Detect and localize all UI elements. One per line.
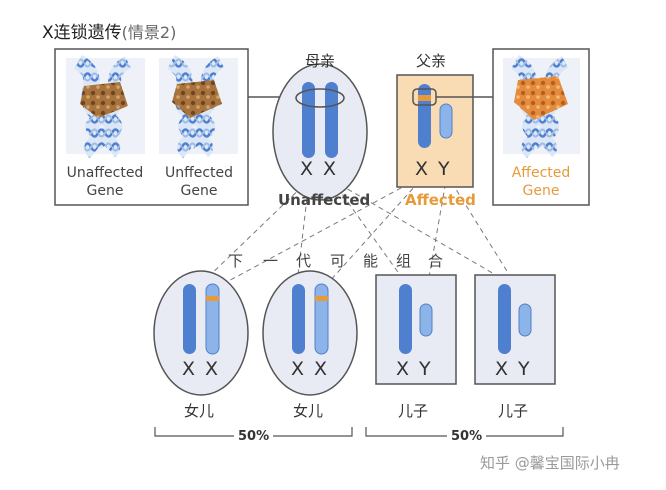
unaffected-gene-label-1: Unaffected Gene xyxy=(66,165,144,199)
dna-image-unaffected-2 xyxy=(159,55,238,159)
next-gen-char-4: 可 xyxy=(330,252,346,270)
daughter-2-label: 女儿 xyxy=(293,402,324,420)
daughter-1-label: 女儿 xyxy=(184,402,215,420)
next-gen-char-5: 能 xyxy=(363,252,379,270)
son-2-cell xyxy=(474,274,556,385)
next-gen-char-7: 合 xyxy=(428,252,444,270)
title-sub: (情景2) xyxy=(121,23,177,42)
daughters-percentage: 50% xyxy=(234,429,274,444)
watermark: 知乎 @馨宝国际小冉 xyxy=(480,454,620,472)
inheritance-lines xyxy=(204,174,526,301)
father-label: 父亲 xyxy=(416,52,447,70)
son-2-label: 儿子 xyxy=(498,402,529,420)
father-x-chromosome xyxy=(418,84,431,148)
daughter-2-genotype: X X xyxy=(291,358,330,380)
son-1-genotype: X Y xyxy=(396,358,433,380)
mother-status: Unaffected xyxy=(278,191,371,209)
mother-cell xyxy=(272,63,368,201)
mother-x-chromosome-2 xyxy=(325,82,338,158)
affected-gene-panel xyxy=(492,48,590,206)
son-1-cell xyxy=(375,274,457,385)
title-main: X连锁遗传 xyxy=(42,23,122,43)
father-status: Affected xyxy=(405,191,476,209)
mother-label: 母亲 xyxy=(305,52,336,70)
son-2-genotype: X Y xyxy=(495,358,532,380)
mother-x-chromosome-1 xyxy=(302,82,315,158)
daughter-1-cell xyxy=(153,270,249,396)
daughter-1-genotype: X X xyxy=(182,358,221,380)
father-y-chromosome xyxy=(439,103,453,139)
next-gen-char-2: 一 xyxy=(263,252,279,270)
dna-image-affected xyxy=(503,55,580,159)
mother-gene-highlight xyxy=(295,88,345,108)
next-gen-char-3: 代 xyxy=(296,252,312,270)
diagram-title: X连锁遗传(情景2) xyxy=(42,18,176,43)
sons-percentage: 50% xyxy=(447,429,487,444)
father-cell xyxy=(396,74,474,188)
unaffected-gene-label-2: Unffected Gene xyxy=(164,165,234,199)
daughter-2-cell xyxy=(262,270,358,396)
next-gen-char-6: 组 xyxy=(396,252,412,270)
father-genotype: X Y xyxy=(415,158,452,180)
next-gen-char-1: 下 xyxy=(228,252,244,270)
dna-image-unaffected-1 xyxy=(66,55,145,159)
mother-genotype: X X xyxy=(300,158,339,180)
affected-gene-label: Affected Gene xyxy=(511,165,571,199)
unaffected-gene-panel xyxy=(54,48,249,206)
son-1-label: 儿子 xyxy=(398,402,429,420)
